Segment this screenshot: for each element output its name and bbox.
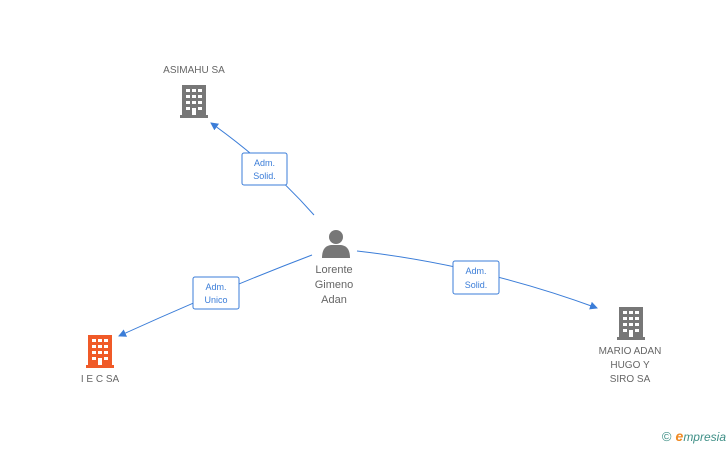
building-icon[interactable] [180,85,208,118]
building-icon[interactable] [86,335,114,368]
edge-label-asimahu: Adm. Solid. [241,152,288,186]
edge-label-asimahu-line1: Adm. [254,158,275,168]
edge-label-iec-line2: Unico [204,295,227,305]
building-icon[interactable] [617,307,645,340]
copyright-symbol: © [661,428,672,444]
company-name-asimahu[interactable]: ASIMAHU SA [163,65,225,76]
edge-label-mario-line1: Adm. [465,266,486,276]
company-name-iec[interactable]: I E C SA [80,374,120,385]
edge-label-iec-line1: Adm. [205,282,226,292]
edge-label-mario: Adm. Solid. [452,260,500,295]
company-name-mario[interactable]: MARIO ADAN HUGO Y SIRO SA [598,346,662,385]
edge-label-mario-line2: Solid. [465,280,488,290]
brand-initial: e [675,428,684,444]
brand-name: mpresia [683,430,726,444]
edge-label-asimahu-line2: Solid. [253,171,276,181]
brand-logo: © empresia [662,428,726,444]
person-icon[interactable] [322,230,350,258]
person-name[interactable]: Lorente Gimeno Adan [314,264,354,306]
edge-label-iec: Adm. Unico [192,276,240,310]
